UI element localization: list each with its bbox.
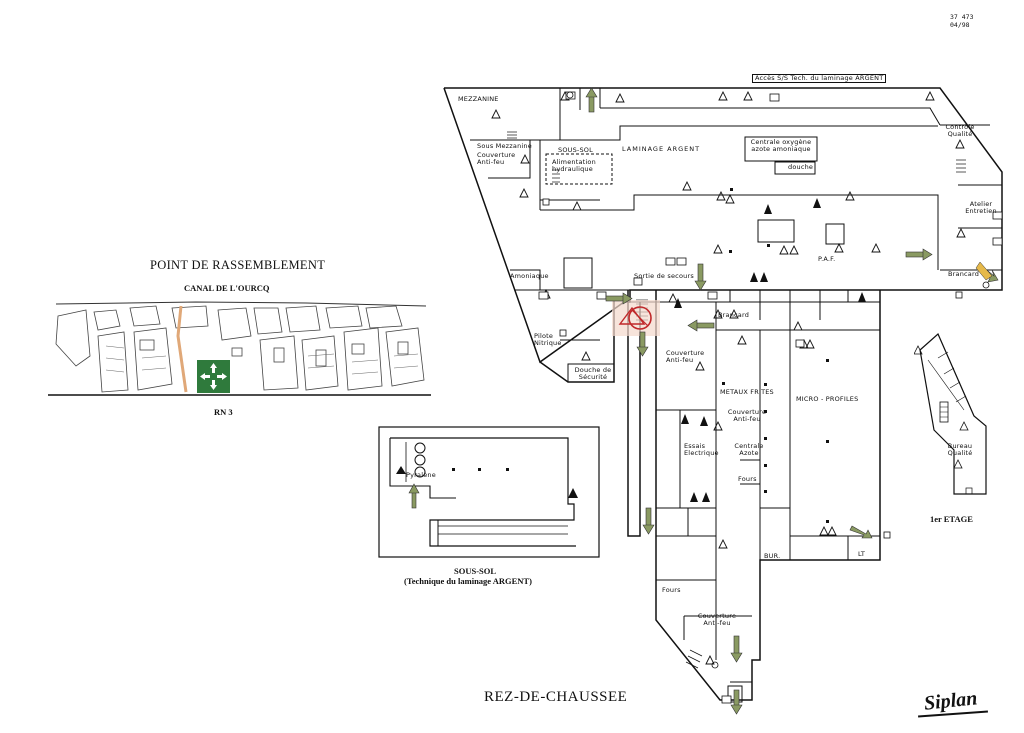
room-label-metaux-frites: METAUX FRITES: [720, 388, 774, 396]
basement-room-pyralene: Pyralène: [406, 471, 436, 479]
room-label-amoniaque: Amoniaque: [510, 272, 549, 280]
document-reference: 37 473 04/98: [950, 13, 973, 29]
room-label-mezzanine: MEZZANINE: [458, 95, 499, 103]
room-label-couverture-anti-feu-2: Couverture Anti-feu: [666, 349, 705, 364]
room-label-bur: BUR.: [764, 552, 781, 560]
hazard-marker-icon: [975, 261, 993, 281]
document-number: 37 473: [950, 13, 974, 21]
room-label-brancard-left: Brancard: [718, 311, 750, 319]
room-label-essais-electrique: Essais Electrique: [684, 442, 719, 457]
room-label-douche-de-securite: Douche de Sécurité: [574, 366, 612, 381]
room-label-fours-upper: Fours: [738, 475, 757, 483]
room-label-lt: LT: [858, 550, 866, 558]
exit-arrow-icon: [605, 292, 633, 305]
exit-arrow-icon: [730, 689, 743, 715]
room-label-couverture-anti-feu-3: Couverture Anti-feu: [727, 408, 767, 423]
first-floor-plan: [914, 333, 987, 495]
room-label-couverture-anti-feu-4: Couverture Anti-feu: [697, 612, 737, 627]
canal-label: CANAL DE L'OURCQ: [184, 283, 270, 293]
exit-arrow-icon: [408, 483, 420, 509]
exit-arrow-icon: [905, 248, 933, 261]
room-label-micro-profiles: MICRO - PROFILES: [796, 395, 859, 403]
exit-arrow-icon: [642, 507, 655, 535]
room-label-paf: P.A.F.: [818, 255, 836, 263]
room-label-douche: douche: [788, 163, 814, 171]
room-label-alimentation-hydraulique: Alimentation hydraulique: [552, 158, 596, 173]
room-label-brancard-right: Brancard: [948, 270, 980, 278]
road-label: RN 3: [214, 407, 233, 417]
room-label-centrale-azote: Centrale Azote: [734, 442, 764, 457]
room-label-atelier-entretien: Atelier Entretien: [965, 200, 997, 215]
you-are-here-marker-icon: [618, 306, 652, 330]
room-label-sous-mezzanine: Sous Mezzanine: [477, 142, 532, 150]
exit-arrow-icon: [694, 263, 707, 291]
room-label-pilote-nitrique: Pilote Nitrique: [534, 332, 562, 347]
assembly-point-marker-icon: [197, 360, 230, 393]
basement-subtitle: (Technique du laminage ARGENT): [404, 576, 532, 586]
document-date: 04/98: [950, 21, 970, 29]
exit-arrow-icon: [585, 87, 598, 113]
ground-floor-title: REZ-DE-CHAUSSEE: [484, 689, 628, 705]
first-floor-title: 1er ETAGE: [930, 514, 973, 524]
first-floor-room-bureau-qualite: Bureau Qualité: [947, 442, 973, 457]
exit-arrow-icon: [730, 635, 743, 663]
exit-arrow-icon: [687, 319, 715, 332]
room-label-laminage-argent: LAMINAGE ARGENT: [622, 145, 701, 153]
room-label-acces: Accès S/S Tech. du laminage ARGENT: [752, 74, 887, 83]
room-label-fours-lower: Fours: [662, 586, 681, 594]
room-label-sous-sol: SOUS-SOL: [558, 146, 593, 154]
room-label-centrale-oxygene: Centrale oxygène azote amoniaque: [750, 138, 812, 153]
assembly-point-map: [48, 301, 431, 396]
room-label-couverture-anti-feu: Couverture Anti-feu: [477, 151, 516, 166]
basement-title: SOUS-SOL: [454, 566, 497, 576]
room-label-sortie-de-secours: Sortie de secours: [634, 272, 694, 280]
assembly-point-title: POINT DE RASSEMBLEMENT: [150, 258, 326, 272]
basement-plan: [378, 426, 600, 558]
exit-arrow-icon: [636, 331, 649, 357]
room-label-controle-qualite: Contrôle Qualité: [945, 123, 975, 138]
exit-arrow-icon: [849, 525, 873, 539]
